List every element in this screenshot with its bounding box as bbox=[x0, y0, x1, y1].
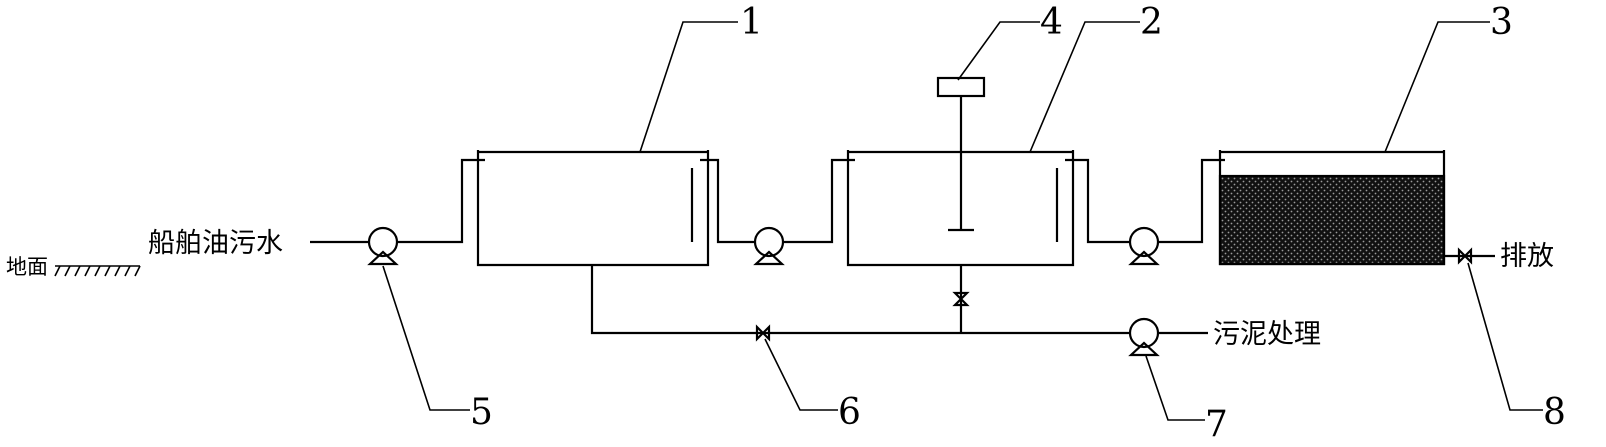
callout-3: 3 bbox=[1490, 2, 1513, 43]
pump-transfer-1 bbox=[753, 226, 785, 266]
tank-3-filter-tank bbox=[1218, 150, 1446, 266]
pump-transfer-2 bbox=[1128, 226, 1160, 266]
leader-lines bbox=[382, 21, 1543, 421]
pump-7 bbox=[1128, 317, 1160, 357]
pipe-tank1-outlet bbox=[700, 158, 755, 244]
valve-8 bbox=[1457, 247, 1473, 265]
pipe-tank2-outlet bbox=[1065, 158, 1130, 244]
pipe-pump5-tank1 bbox=[397, 158, 485, 244]
callout-4: 4 bbox=[1040, 2, 1063, 43]
callout-6: 6 bbox=[838, 392, 861, 433]
callout-7: 7 bbox=[1205, 404, 1228, 445]
mixer-4 bbox=[936, 76, 986, 232]
inlet-label: 船舶油污水 bbox=[148, 228, 283, 259]
discharge-label: 排放 bbox=[1500, 241, 1554, 272]
pump-5 bbox=[367, 226, 399, 266]
ground-symbol: 地面 bbox=[6, 255, 141, 279]
callout-2: 2 bbox=[1140, 2, 1163, 43]
sludge-pipe-tank1 bbox=[590, 265, 1130, 335]
tank-1-separation-tank bbox=[476, 150, 710, 267]
valve-6 bbox=[755, 324, 771, 342]
callout-8: 8 bbox=[1543, 392, 1566, 433]
valve-tank2-drain bbox=[952, 291, 970, 307]
ground-label: 地面 bbox=[6, 255, 48, 279]
callout-1: 1 bbox=[740, 2, 763, 43]
pipe-pump-tank2 bbox=[783, 158, 855, 244]
sludge-label: 污泥处理 bbox=[1213, 319, 1321, 350]
callout-5: 5 bbox=[470, 392, 493, 433]
pipe-pump-tank3 bbox=[1158, 158, 1225, 244]
